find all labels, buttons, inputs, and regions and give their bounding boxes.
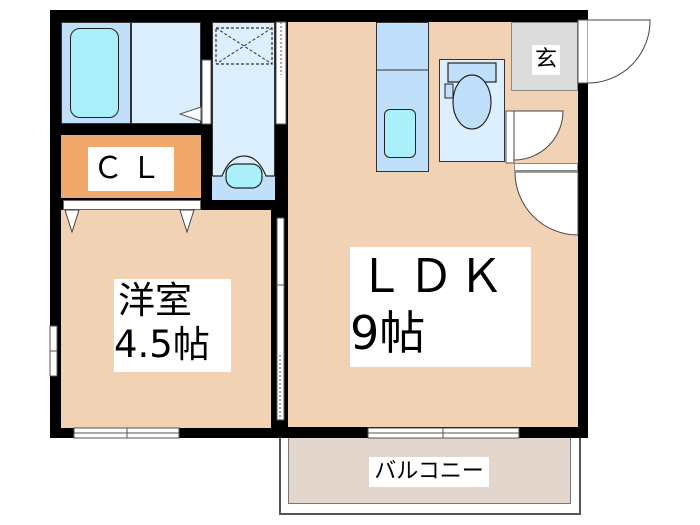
washroom	[212, 22, 275, 200]
entrance-label: 玄	[532, 45, 560, 75]
ldk-label: ＬＤＫ 9帖	[350, 247, 531, 367]
bathroom-floor	[131, 22, 201, 124]
bathtub	[70, 28, 119, 118]
hall-threshold	[514, 163, 578, 171]
western-room-name: 洋室	[118, 279, 192, 322]
western-room-size: 4.5帖	[114, 323, 210, 366]
closet-door-track	[63, 200, 201, 210]
closet-label: ＣＬ	[88, 147, 174, 191]
balcony-label: バルコニー	[369, 457, 489, 487]
ldk-name: ＬＤＫ	[358, 249, 508, 303]
ldk-size: 9帖	[350, 306, 426, 360]
kitchen-sink	[384, 109, 416, 158]
western-room-label: 洋室 4.5帖	[114, 279, 231, 372]
entrance-step	[477, 22, 511, 48]
